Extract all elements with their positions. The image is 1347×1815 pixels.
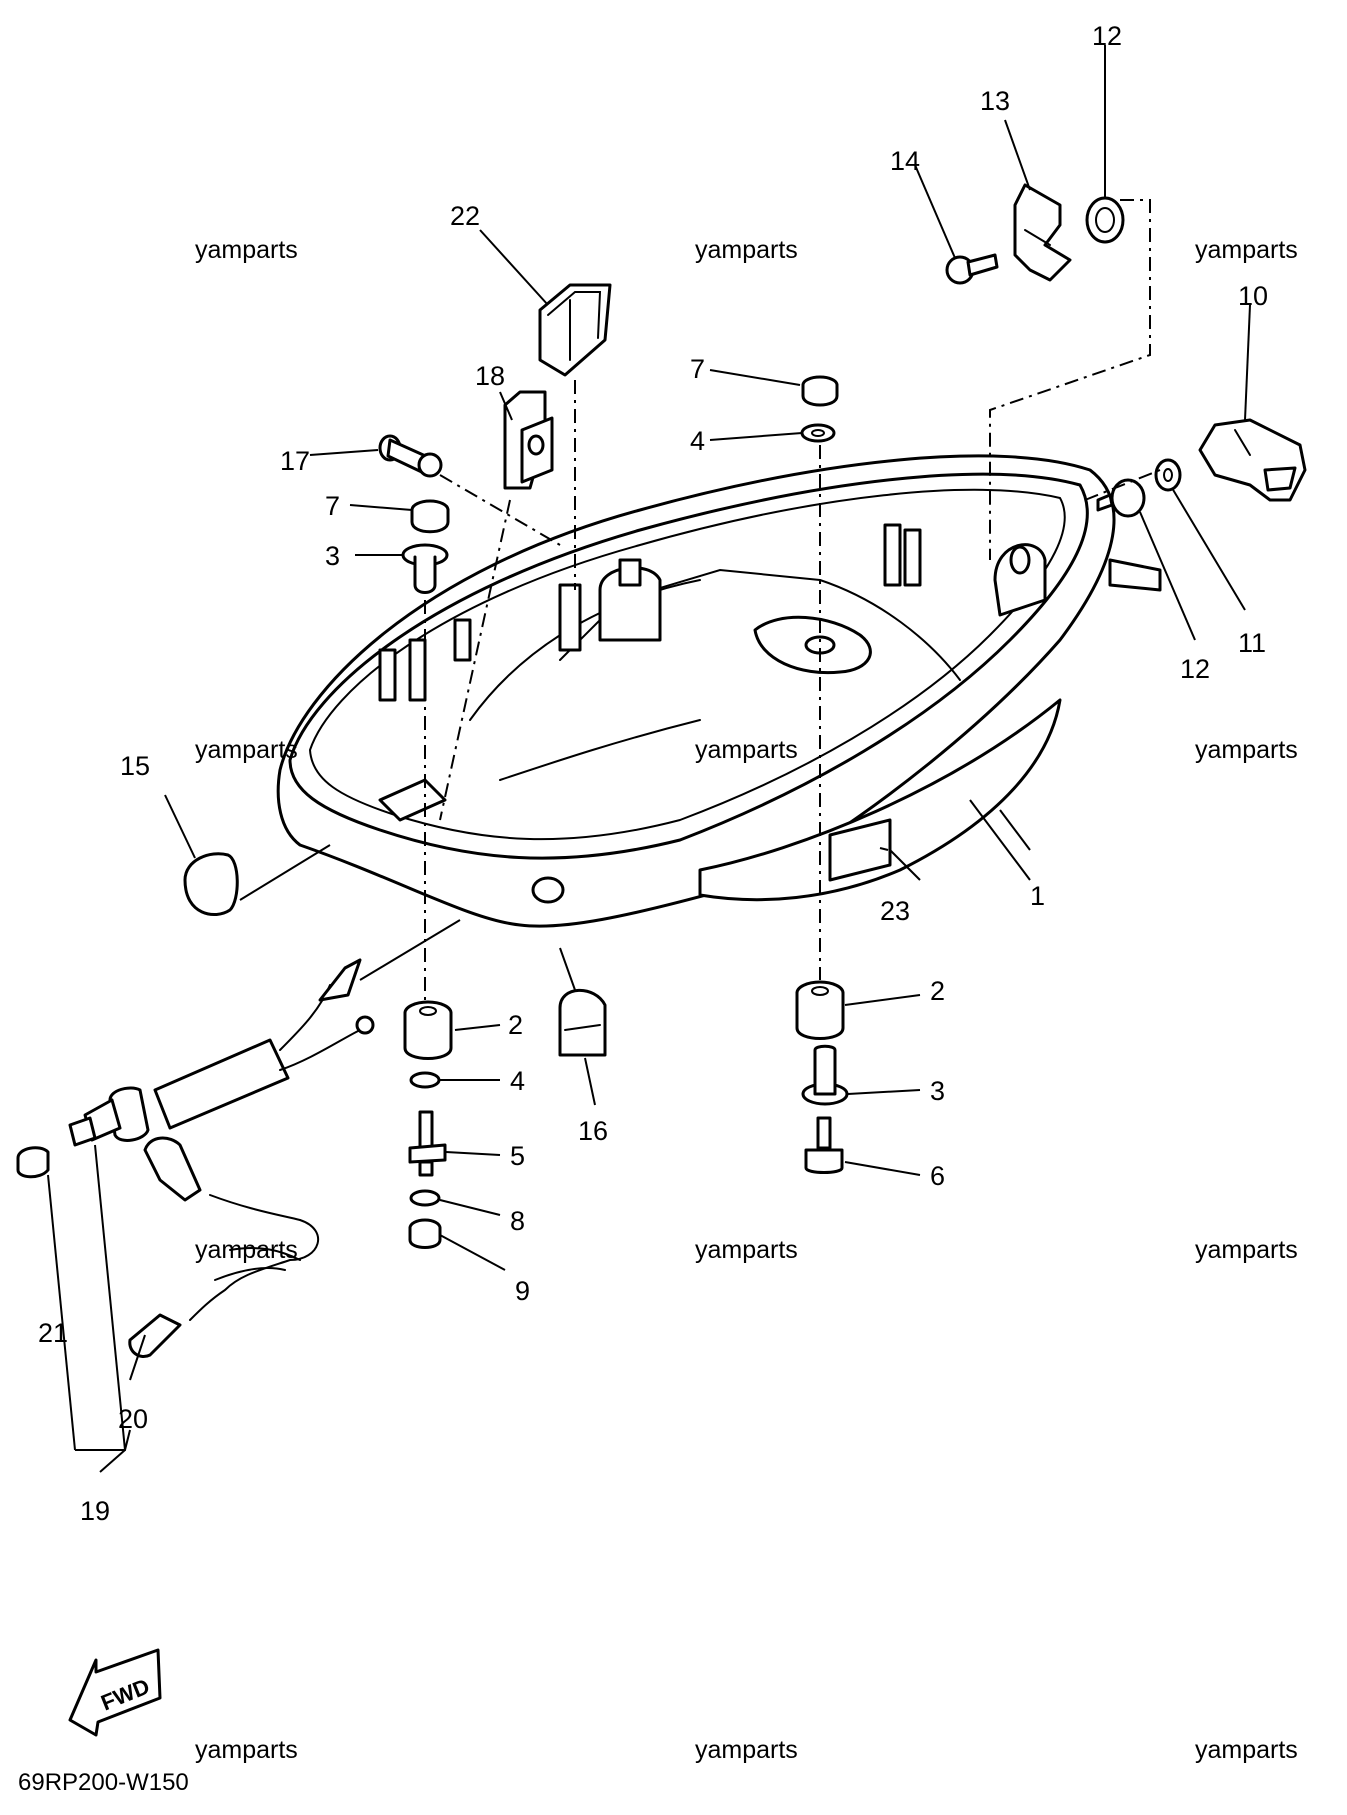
part-15-plug: [183, 852, 239, 917]
callout-19: 19: [80, 1496, 110, 1526]
callout-6: 6: [930, 1161, 945, 1191]
part-2-mount-right: [795, 980, 845, 1040]
part-14-screw: [945, 253, 999, 285]
diagram-code: 69RP200-W150: [18, 1769, 189, 1796]
part-3-collar-right: [801, 1044, 849, 1106]
watermark: yamparts: [195, 736, 298, 764]
part-7-nut-left: [410, 499, 450, 534]
part-2-mount-left: [403, 1000, 453, 1060]
callout-18: 18: [475, 361, 505, 391]
callout-3-right: 3: [930, 1076, 945, 1106]
callout-2-right: 2: [930, 976, 945, 1006]
callout-4-top: 4: [690, 426, 705, 456]
callout-2-left: 2: [508, 1010, 523, 1040]
part-12-grommet-top: [1085, 196, 1125, 244]
part-10-shift-lever: [1198, 418, 1307, 502]
callout-7-top: 7: [690, 354, 705, 384]
part-19-stop-switch: [68, 958, 375, 1147]
callout-11: 11: [1238, 628, 1266, 658]
callout-16: 16: [578, 1116, 608, 1146]
callout-20: 20: [118, 1404, 148, 1434]
callout-13: 13: [980, 86, 1010, 116]
callout-3-left: 3: [325, 541, 340, 571]
part-8-washer: [409, 1189, 441, 1207]
watermark: yamparts: [195, 236, 298, 264]
callout-9: 9: [515, 1276, 530, 1306]
watermark: yamparts: [195, 1736, 298, 1764]
leader-lines: [47, 45, 1251, 1473]
watermark: yamparts: [1195, 1236, 1298, 1264]
watermark: yamparts: [695, 1736, 798, 1764]
part-4-washer-left: [409, 1071, 441, 1089]
watermark: yamparts: [695, 1236, 798, 1264]
fwd-arrow: FWD: [68, 1648, 162, 1737]
callout-22: 22: [450, 201, 480, 231]
callout-17: 17: [280, 446, 310, 476]
callout-14: 14: [890, 146, 920, 176]
watermarks: yamparts yamparts yamparts yamparts yamp…: [195, 236, 1298, 1764]
part-5-stud: [408, 1110, 447, 1177]
part-18-bracket: [503, 390, 554, 490]
part-21-cap: [16, 1146, 50, 1179]
callout-8: 8: [510, 1206, 525, 1236]
watermark: yamparts: [1195, 236, 1298, 264]
part-12-grommet-right: [1096, 478, 1146, 518]
part-20-lanyard: [128, 1136, 320, 1358]
part-22-clip: [538, 283, 612, 377]
part-9-nut: [408, 1218, 442, 1249]
watermark: yamparts: [695, 236, 798, 264]
part-6-bolt: [804, 1116, 844, 1174]
callout-15: 15: [120, 751, 150, 781]
part-7-nut-top: [801, 375, 839, 407]
watermark: yamparts: [1195, 736, 1298, 764]
part-17-bolt: [378, 434, 443, 478]
callout-7-left: 7: [325, 491, 340, 521]
part-16-plug: [558, 988, 607, 1057]
watermark: yamparts: [695, 736, 798, 764]
part-13-bracket: [1013, 183, 1072, 282]
callout-5: 5: [510, 1141, 525, 1171]
callout-12-right: 12: [1180, 654, 1210, 684]
assembly-center-lines: [424, 199, 1161, 1000]
watermark: yamparts: [195, 1236, 298, 1264]
part-11-washer: [1154, 458, 1182, 492]
callout-1: 1: [1030, 881, 1045, 911]
callout-4-left: 4: [510, 1066, 525, 1096]
watermark: yamparts: [1195, 1736, 1298, 1764]
callout-labels: 12 13 14 22 10 7 18 4 17 7 3 11 12 15 1 …: [38, 21, 1268, 1526]
callout-12-top: 12: [1092, 21, 1122, 51]
callout-23: 23: [880, 896, 910, 926]
part-4-washer-top: [800, 423, 836, 443]
callout-10: 10: [1238, 281, 1268, 311]
bottom-cowling: [276, 454, 1162, 928]
part-3-collar-left: [401, 543, 449, 594]
callout-21: 21: [38, 1318, 68, 1348]
